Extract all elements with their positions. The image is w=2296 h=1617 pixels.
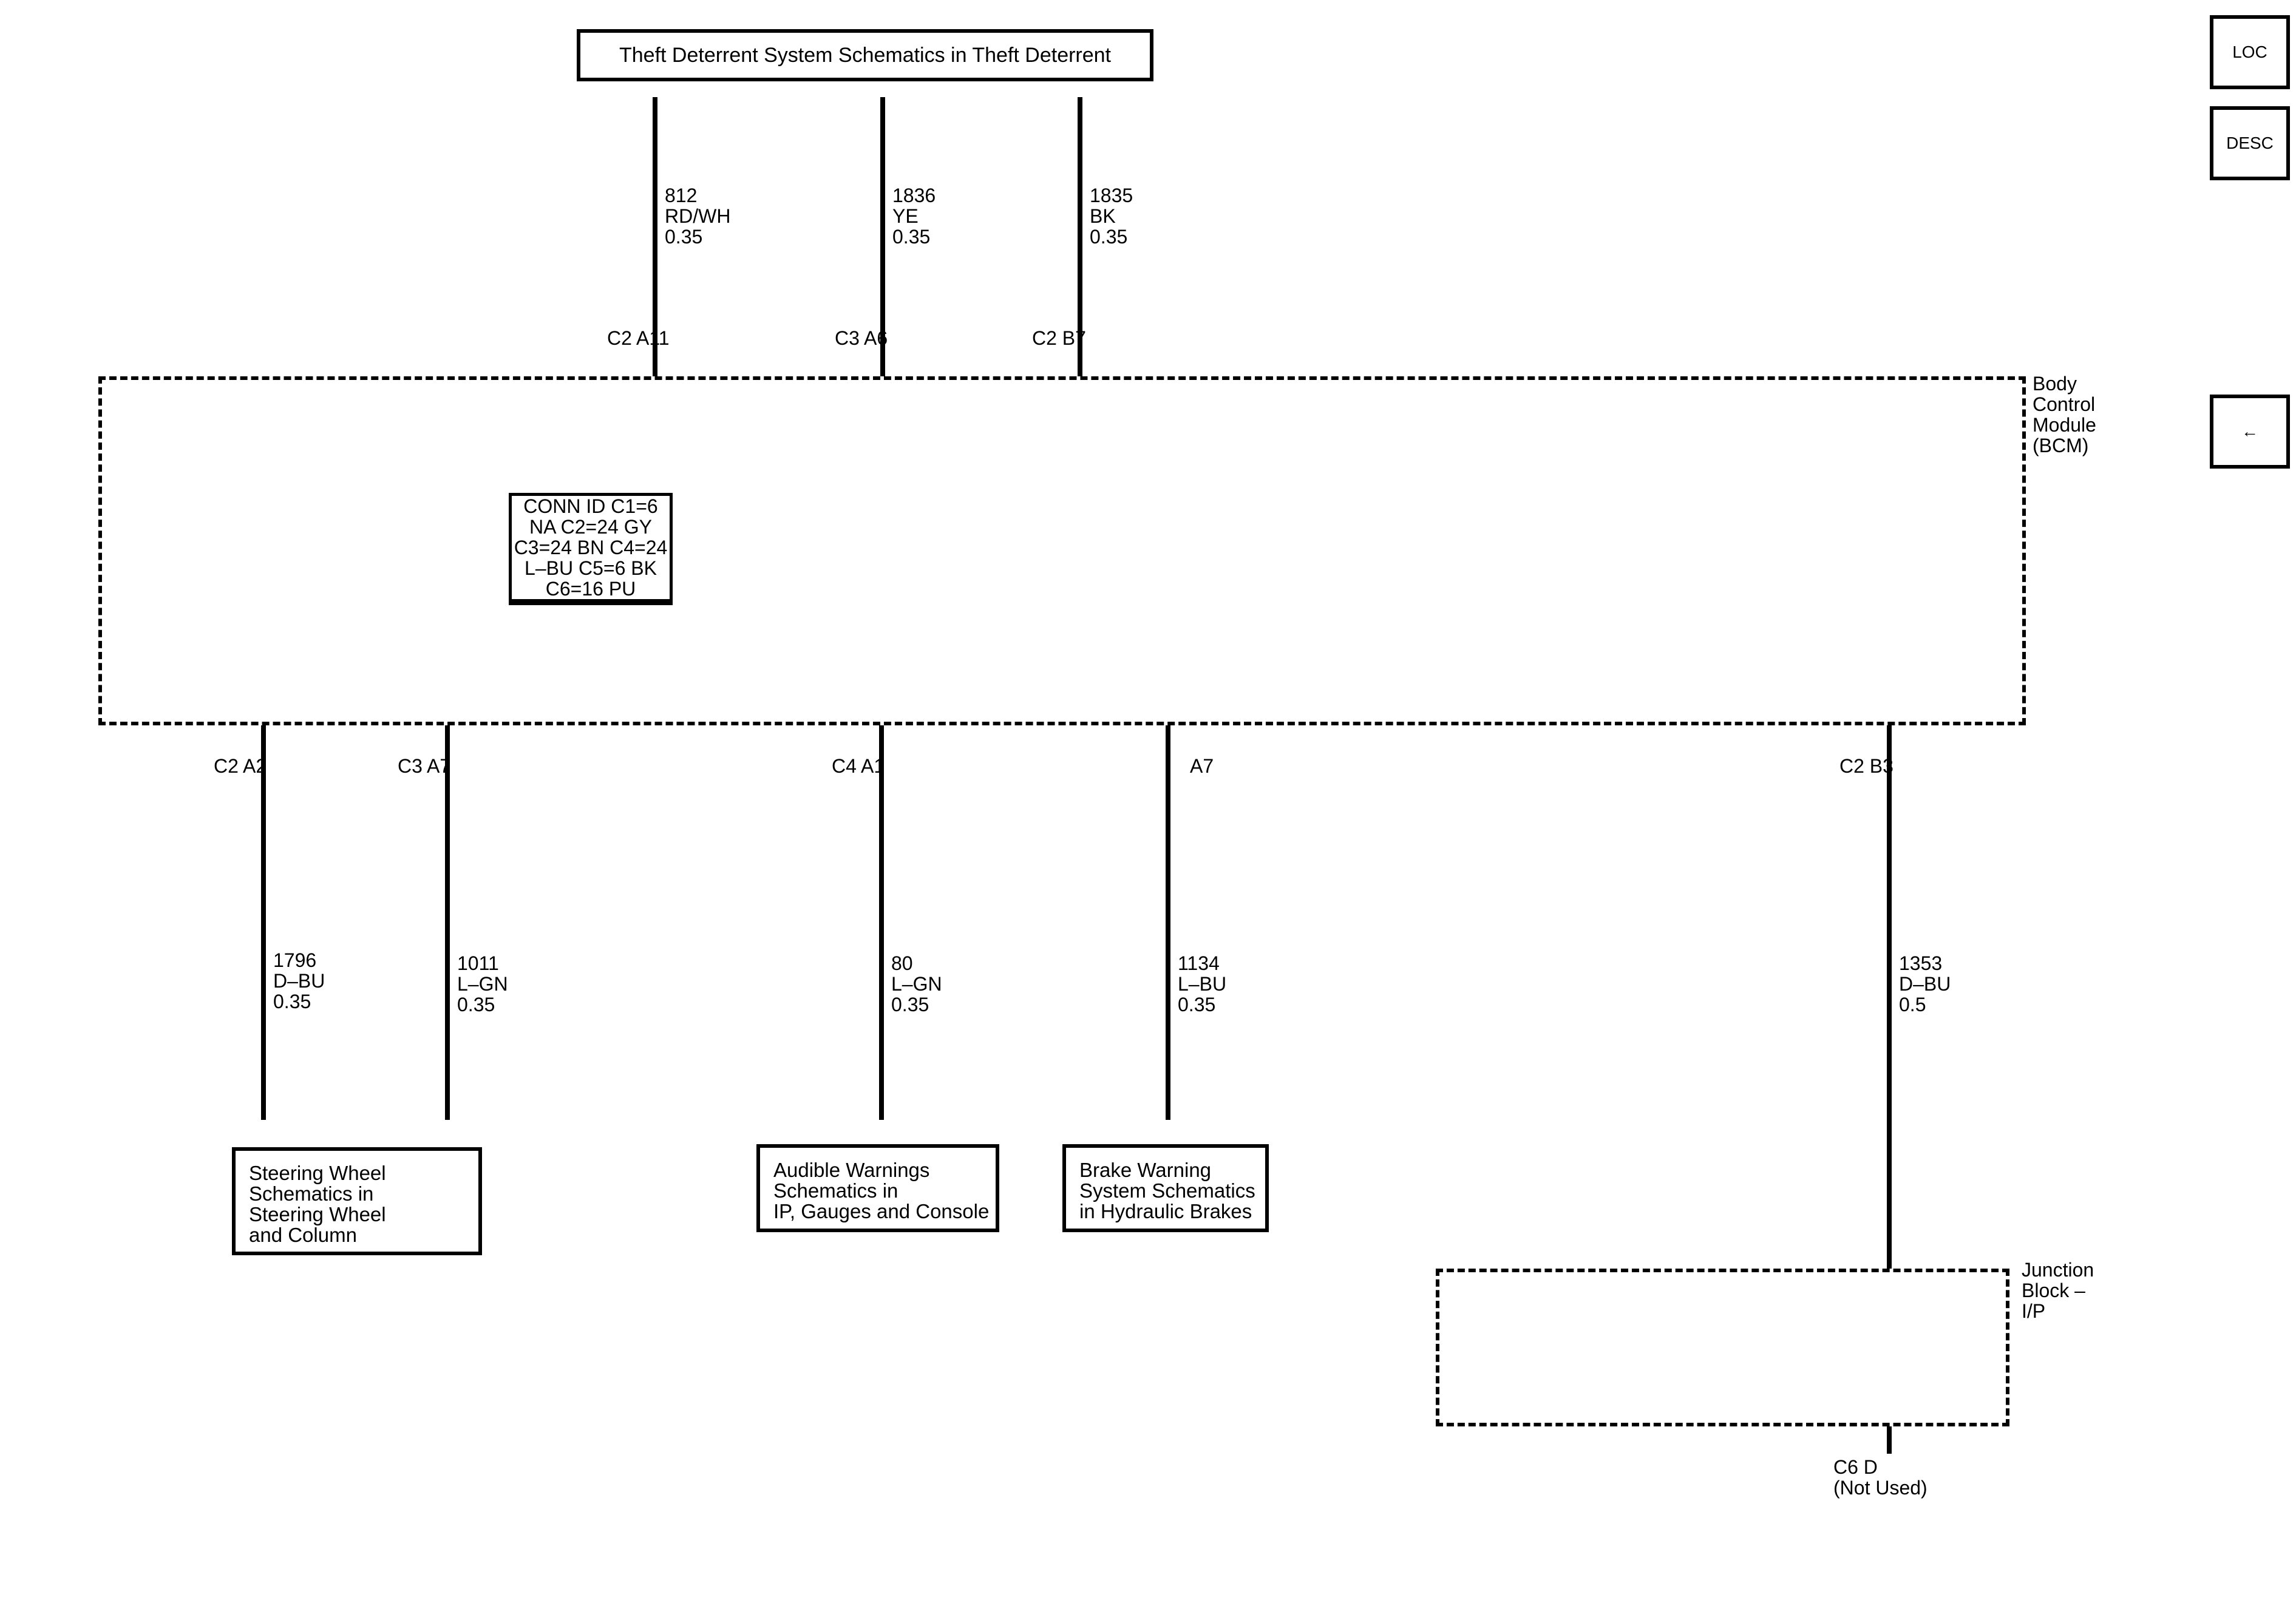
- title-box: Theft Deterrent System Schematics in The…: [577, 29, 1153, 81]
- bcm-module: [98, 376, 2026, 725]
- back-button[interactable]: ←: [2210, 395, 2290, 469]
- loc-button[interactable]: LOC: [2210, 15, 2290, 89]
- junction-block: [1436, 1269, 2009, 1426]
- desc-button[interactable]: DESC: [2210, 106, 2290, 180]
- conn-id-table: CONN ID C1=6 NA C2=24 GY C3=24 BN C4=24 …: [509, 493, 673, 605]
